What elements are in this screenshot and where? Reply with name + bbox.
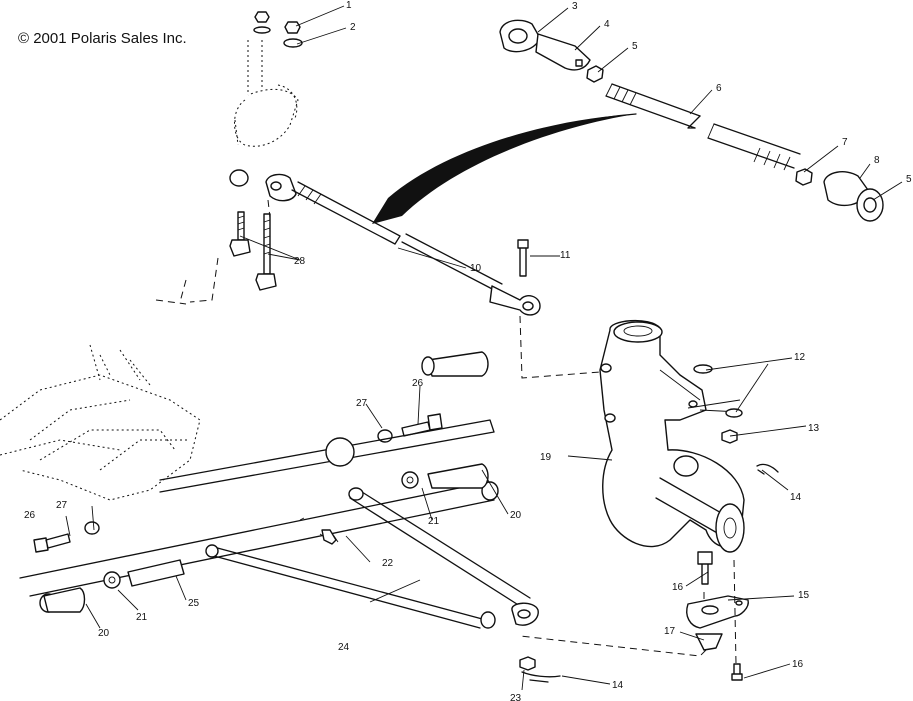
callout: 7 bbox=[842, 137, 848, 148]
callout: 6 bbox=[716, 83, 722, 94]
callout: 5 bbox=[906, 174, 912, 185]
spindle-knuckle-part-19 bbox=[599, 319, 745, 553]
callout: 19 bbox=[540, 452, 552, 463]
bolt-part-16b bbox=[731, 663, 743, 681]
leader-lines bbox=[65, 5, 903, 691]
tie-rod-part-10 bbox=[401, 233, 503, 293]
washer-part-1b bbox=[253, 26, 271, 34]
cotter-pin-part-14b bbox=[521, 671, 561, 683]
callout: 26 bbox=[24, 510, 36, 521]
callout: 14 bbox=[790, 492, 802, 503]
tie-rod-part-6 bbox=[707, 123, 801, 169]
bolt-part-26b bbox=[401, 413, 443, 437]
callout: 4 bbox=[604, 19, 610, 30]
steering-post-outline bbox=[234, 40, 299, 147]
bushing-part-20b bbox=[427, 351, 489, 377]
callout: 22 bbox=[382, 558, 394, 569]
bolts-part-28 bbox=[229, 211, 277, 291]
lower-tie-rod-group bbox=[229, 169, 541, 316]
callout: 14 bbox=[612, 680, 624, 691]
callout: 24 bbox=[338, 642, 350, 653]
callout: 5 bbox=[632, 41, 638, 52]
callout: 3 bbox=[572, 1, 578, 12]
callout: 2 bbox=[350, 22, 356, 33]
callout: 16 bbox=[792, 659, 804, 670]
bolt-part-26a bbox=[33, 533, 71, 553]
washer-part-21b bbox=[401, 471, 419, 489]
callout: 28 bbox=[294, 256, 306, 267]
callout: 27 bbox=[56, 500, 68, 511]
callout: 23 bbox=[510, 693, 522, 701]
nut-part-7 bbox=[795, 168, 813, 186]
assembly-arrow-head bbox=[372, 114, 636, 224]
callout: 10 bbox=[470, 263, 482, 274]
callout: 20 bbox=[510, 510, 522, 521]
washer-part-12a bbox=[693, 364, 713, 374]
washer-part-27a bbox=[84, 521, 100, 535]
upper-tie-rod-group bbox=[499, 19, 884, 222]
callout: 1 bbox=[346, 0, 352, 11]
steering-post-group bbox=[234, 11, 303, 147]
callout: 20 bbox=[98, 628, 110, 639]
callout: 13 bbox=[808, 423, 820, 434]
ball-joint-part-17 bbox=[695, 633, 723, 651]
callout: 17 bbox=[664, 626, 676, 637]
bushing-part bbox=[229, 169, 249, 187]
sleeve-part-25 bbox=[127, 559, 185, 587]
callout: 27 bbox=[356, 398, 368, 409]
callout: 8 bbox=[874, 155, 880, 166]
washer-part-12b bbox=[725, 408, 743, 418]
callout: 21 bbox=[136, 612, 148, 623]
callout: 15 bbox=[798, 590, 810, 601]
copyright-notice: © 2001 Polaris Sales Inc. bbox=[18, 30, 187, 47]
washer-part-21a bbox=[103, 571, 121, 589]
bolt-part-11 bbox=[517, 239, 529, 277]
nut-part-1 bbox=[284, 21, 301, 34]
callout: 26 bbox=[412, 378, 424, 389]
outer-rod-end bbox=[489, 285, 541, 316]
callout: 25 bbox=[188, 598, 200, 609]
callout: 16 bbox=[672, 582, 684, 593]
nut-part-13 bbox=[721, 429, 738, 444]
frame-outline bbox=[0, 344, 201, 501]
callout: 12 bbox=[794, 352, 806, 363]
callout-labels: 1 2 3 4 5 6 7 8 5 10 11 12 13 14 19 15 1… bbox=[24, 0, 912, 701]
assembly-arrow bbox=[387, 113, 637, 213]
cotter-pin-part-14 bbox=[756, 463, 779, 475]
bushing-part-20a bbox=[43, 587, 86, 613]
washer-part-2 bbox=[283, 38, 303, 48]
grease-fitting-part-22 bbox=[321, 529, 337, 545]
callout: 11 bbox=[560, 250, 571, 261]
nut-part-5 bbox=[586, 65, 604, 83]
a-arm-part-24 bbox=[19, 481, 539, 629]
nut-part-23 bbox=[519, 656, 536, 671]
callout: 21 bbox=[428, 516, 440, 527]
nut-part-1a bbox=[254, 11, 270, 23]
bolt-part-16a bbox=[697, 551, 713, 585]
